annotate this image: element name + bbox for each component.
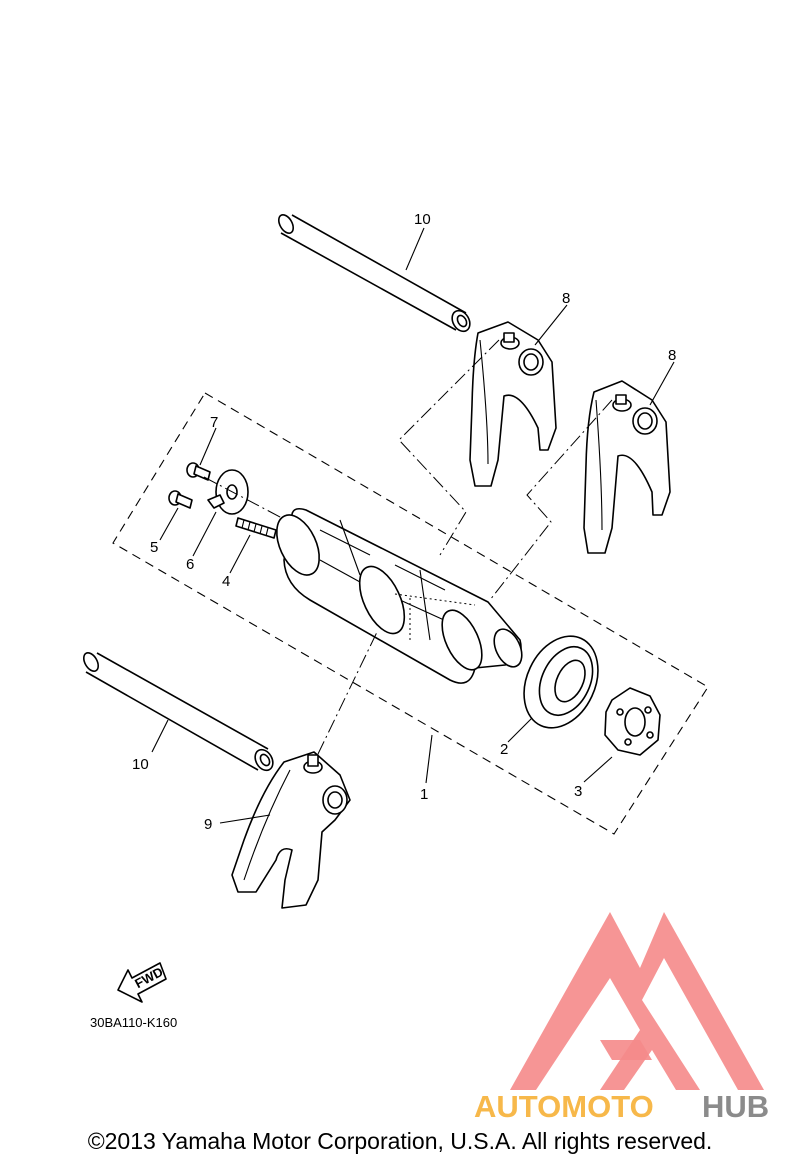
shift-drum[interactable] — [268, 507, 527, 684]
callout-5: 5 — [150, 539, 158, 556]
copyright-notice: ©2013 Yamaha Motor Corporation, U.S.A. A… — [87, 1128, 713, 1154]
callout-6: 6 — [186, 556, 194, 573]
callout-4: 4 — [222, 573, 230, 590]
shift-fork-9[interactable] — [231, 751, 351, 909]
fork-8-left-guide-line — [398, 339, 500, 556]
segment[interactable] — [604, 687, 661, 756]
leader-lines — [151, 227, 675, 824]
callout-1: 1 — [420, 786, 428, 803]
watermark-text-hub: HUB — [702, 1089, 769, 1124]
fork-9-guide-line — [317, 629, 379, 755]
guide-bar-bottom[interactable] — [81, 650, 277, 773]
callout-3: 3 — [574, 783, 582, 800]
callout-8-right: 8 — [668, 347, 676, 364]
shift-fork-8-left[interactable] — [469, 321, 557, 487]
bolt-5[interactable] — [168, 490, 193, 509]
assembly-dashed-outline — [112, 392, 709, 835]
callout-8-left: 8 — [562, 290, 570, 307]
shift-fork-8-right[interactable] — [583, 380, 671, 554]
watermark-text-automoto: AUTOMOTO — [474, 1089, 654, 1124]
callout-10-top: 10 — [414, 211, 431, 228]
fork-8-right-guide-line — [489, 399, 613, 601]
watermark-logo: AUTOMOTO HUB — [474, 912, 769, 1124]
callout-2: 2 — [500, 741, 508, 758]
stopper-plate-6[interactable] — [207, 469, 249, 515]
drum-axis-line — [203, 476, 283, 519]
callout-10-bottom: 10 — [132, 756, 149, 773]
bearing[interactable] — [510, 624, 612, 740]
guide-bar-top[interactable] — [276, 212, 474, 334]
screw-7[interactable] — [186, 462, 211, 481]
fwd-arrow: FWD — [117, 962, 167, 1003]
callout-9: 9 — [204, 816, 212, 833]
pin-4[interactable] — [235, 517, 277, 539]
callout-7: 7 — [210, 414, 218, 431]
drawing-code: 30BA110-K160 — [90, 1015, 177, 1030]
